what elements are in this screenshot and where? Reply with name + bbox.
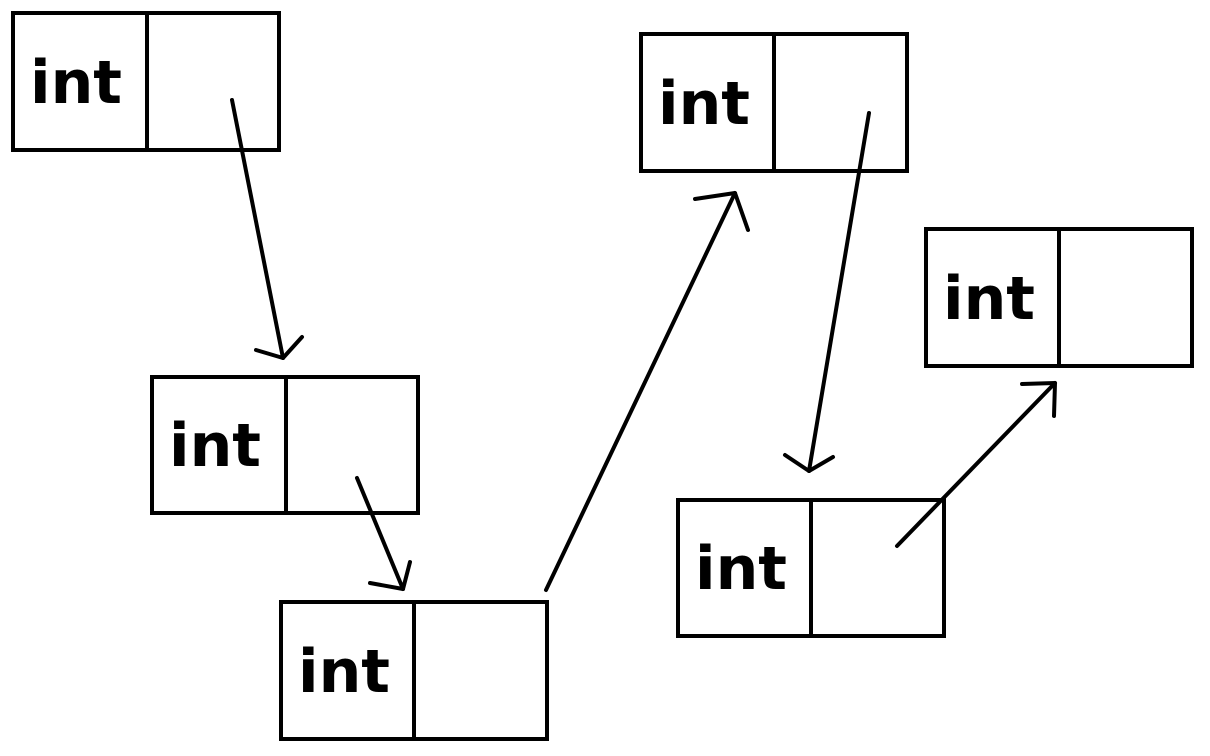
node-3-value-label: int: [298, 637, 390, 707]
node-1-value-label: int: [30, 48, 122, 118]
arrow-1-head: [254, 335, 304, 360]
list-node-5: int: [924, 227, 1194, 368]
list-node-2: int: [150, 375, 420, 515]
pointer-arrow-3-to-4: [544, 191, 750, 592]
list-node-6: int: [676, 498, 946, 638]
node-5-value-label: int: [943, 264, 1035, 334]
arrow-3-shaft: [544, 191, 737, 592]
list-node-1: int: [11, 11, 281, 152]
pointer-arrow-1-to-2: [230, 98, 304, 360]
node-2-value-label: int: [169, 411, 261, 481]
node-6-value-label: int: [695, 534, 787, 604]
node-4-value-label: int: [658, 69, 750, 139]
list-node-4: int: [639, 32, 909, 173]
list-node-3: int: [279, 600, 549, 741]
arrow-5-head: [1020, 381, 1057, 418]
arrow-1-shaft: [230, 98, 285, 360]
arrow-2-shaft: [355, 476, 405, 591]
arrow-3-head: [693, 191, 750, 232]
pointer-arrow-2-to-3: [355, 476, 412, 591]
arrow-4-shaft: [807, 111, 871, 473]
pointer-arrow-6-to-5: [895, 381, 1057, 548]
arrow-5-shaft: [895, 381, 1057, 548]
arrow-2-head: [368, 560, 412, 591]
pointer-arrow-4-to-6: [783, 111, 871, 473]
arrow-4-head: [783, 453, 835, 473]
